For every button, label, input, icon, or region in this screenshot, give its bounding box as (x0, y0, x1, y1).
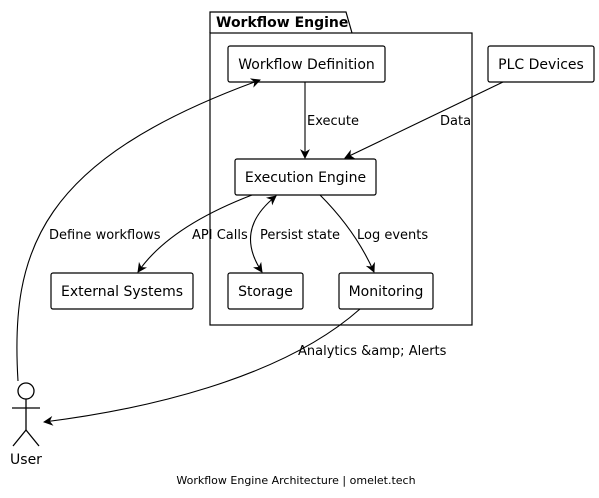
storage-node[interactable]: Storage (227, 272, 304, 310)
edge-data (344, 81, 504, 159)
workflow-definition-label: Workflow Definition (238, 57, 375, 73)
edge-label-persist-state: Persist state (260, 228, 340, 243)
user-head-icon (17, 382, 35, 400)
plc-devices-node[interactable]: PLC Devices (487, 45, 595, 83)
execution-engine-node[interactable]: Execution Engine (234, 158, 377, 196)
edge-label-data: Data (440, 114, 471, 129)
user-label: User (10, 452, 42, 468)
storage-label: Storage (238, 284, 293, 300)
workflow-definition-node[interactable]: Workflow Definition (227, 45, 386, 83)
edge-api-calls (137, 194, 253, 273)
edge-define-workflows (16, 78, 261, 382)
edge-analytics-alerts (43, 308, 361, 426)
edge-label-execute: Execute (307, 114, 359, 129)
footer-caption: Workflow Engine Architecture | omelet.te… (176, 474, 415, 487)
external-systems-node[interactable]: External Systems (50, 272, 194, 310)
package-title: Workflow Engine (216, 15, 348, 31)
edge-label-analytics-alerts: Analytics &amp; Alerts (298, 344, 447, 359)
execution-engine-label: Execution Engine (245, 170, 366, 186)
edge-label-api-calls: API Calls (192, 228, 248, 243)
monitoring-node[interactable]: Monitoring (338, 272, 434, 310)
external-systems-label: External Systems (61, 284, 183, 300)
edge-log-events (319, 194, 375, 273)
edge-persist-state (249, 195, 277, 273)
user-actor[interactable] (12, 382, 40, 447)
edge-label-log-events: Log events (357, 228, 428, 243)
plc-devices-label: PLC Devices (498, 57, 584, 73)
edge-label-define-workflows: Define workflows (49, 228, 161, 243)
monitoring-label: Monitoring (349, 284, 424, 300)
workflow-engine-package: Workflow Engine (209, 11, 473, 326)
